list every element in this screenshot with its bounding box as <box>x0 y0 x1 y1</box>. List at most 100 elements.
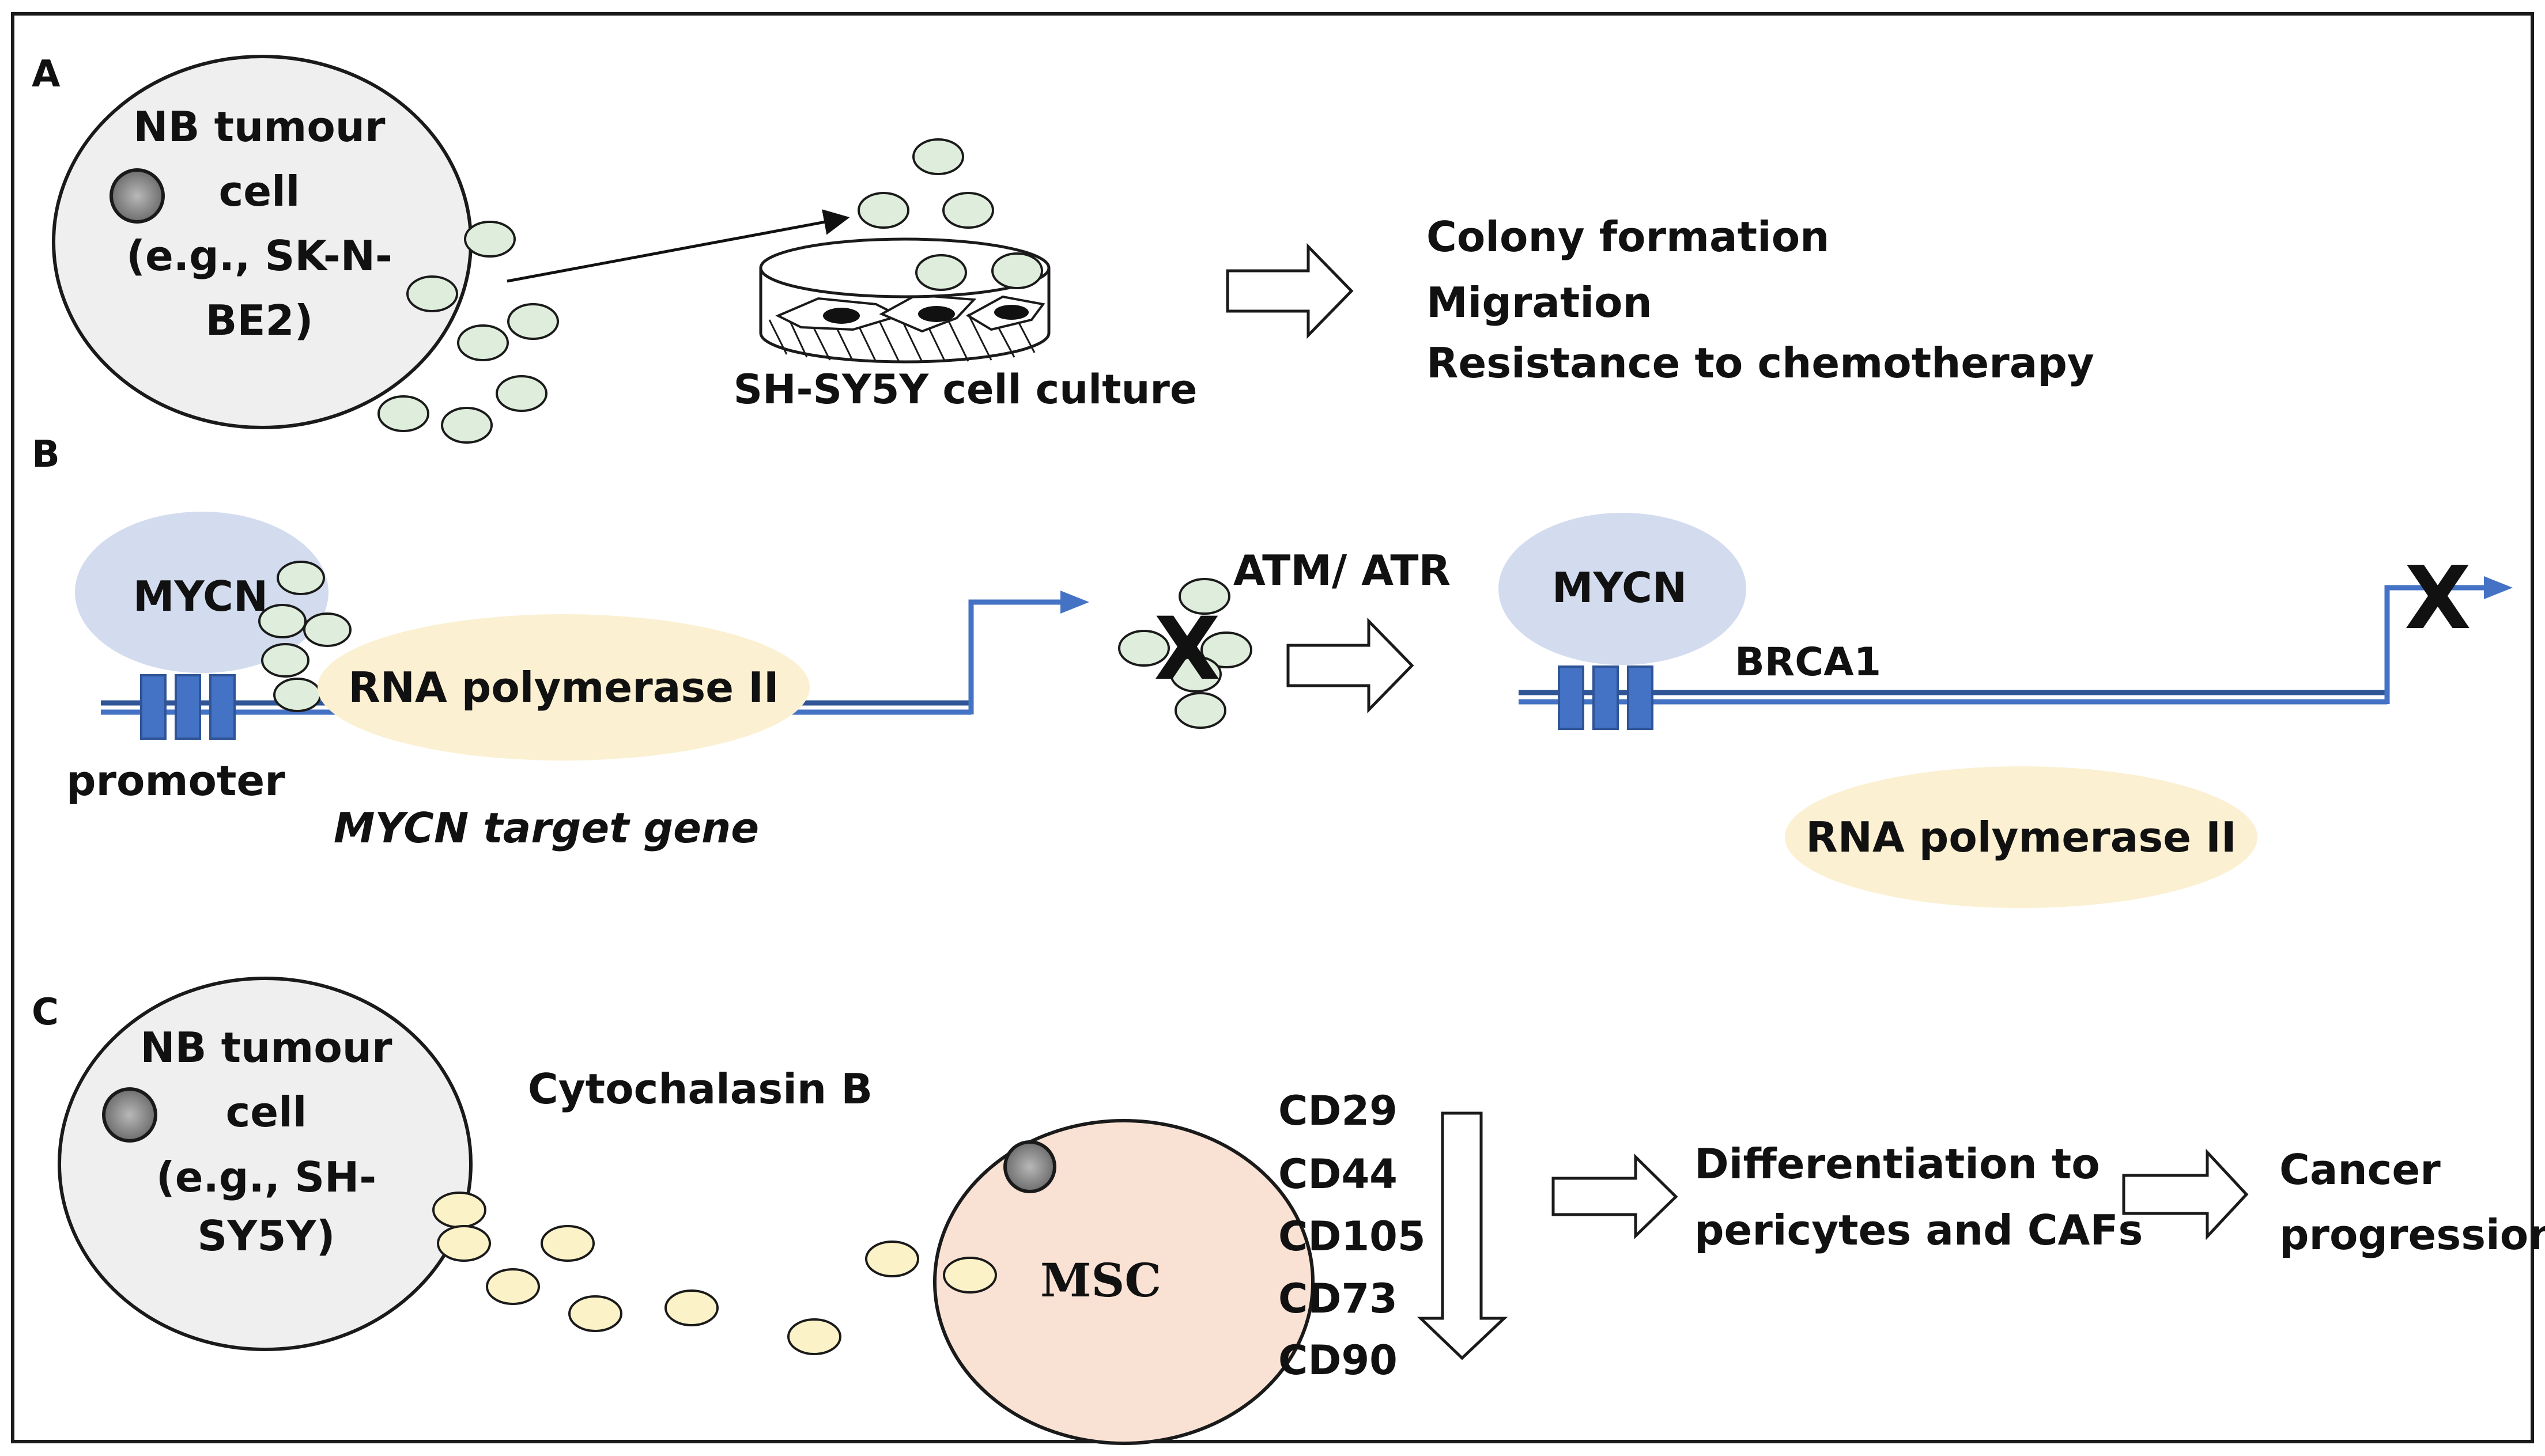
exosome-vesicle <box>457 324 509 361</box>
transcription-arrowhead <box>1060 591 1089 614</box>
promoter-box <box>175 674 201 740</box>
downregulation-arrow <box>1417 1111 1508 1360</box>
promoter-boxes <box>140 674 236 740</box>
nb-tumour-cell-c: NB tumour cell (e.g., SH- SY5Y) <box>58 977 473 1351</box>
msc-body <box>933 1119 1315 1445</box>
mycn-target-gene-schematic: MYCN RNA polymerase II promoter MYCN tar… <box>66 512 1089 852</box>
panel-c: C NB tumour cell (e.g., SH- SY5Y) Cytoch… <box>32 977 2545 1445</box>
tumour-cell-label-line: NB tumour <box>140 1023 392 1072</box>
block-mark: X <box>2404 549 2471 649</box>
promoter-box <box>140 674 167 740</box>
brca1-gene-schematic: MYCN BRCA1 X RNA polymerase II <box>1498 513 2513 908</box>
marker-label: CD105 <box>1278 1213 1426 1260</box>
exosomes-a <box>377 221 559 444</box>
outcome-item: Resistance to chemotherapy <box>1426 339 2094 387</box>
marker-label: CD90 <box>1278 1337 1398 1384</box>
promoter-box <box>209 674 236 740</box>
tumour-cell-label-line: BE2) <box>205 296 313 345</box>
dish-rim <box>759 237 1051 298</box>
exosome-vesicle <box>942 192 994 229</box>
exosome-vesicle <box>464 221 516 258</box>
atm-atr-inhibition: X ATM/ ATR <box>1118 546 1451 729</box>
rna-polymerase-ii <box>1785 766 2257 908</box>
exosome-vesicle <box>496 375 547 412</box>
panel-a-letter: A <box>32 53 61 96</box>
exosome-vesicle <box>261 643 309 678</box>
promoter-box <box>1627 665 1653 730</box>
cell-nucleus <box>918 306 955 322</box>
exosome-vesicle <box>258 604 307 638</box>
promoter-box <box>1592 665 1619 730</box>
progression-line: Cancer <box>2279 1145 2441 1194</box>
tumour-cell-label-line: (e.g., SH- <box>156 1153 376 1201</box>
polymerase-label: RNA polymerase II <box>1806 813 2236 861</box>
exosome-vesicle <box>432 1192 486 1228</box>
culture-label: SH-SY5Y cell culture <box>734 366 1198 413</box>
tumour-nucleus <box>102 1087 157 1143</box>
exosome-vesicle <box>664 1289 719 1326</box>
cell-nucleus <box>994 305 1029 320</box>
progression-line: progression <box>2279 1211 2545 1259</box>
mycn-label: MYCN <box>1552 564 1687 612</box>
exosome-vesicle <box>486 1268 540 1305</box>
panel-a: A NB tumour cell (e.g., SK-N- BE2) <box>32 53 2094 444</box>
c-block-arrow-1 <box>1551 1154 1678 1239</box>
outcome-block-arrow <box>1226 243 1354 339</box>
exosome-vesicle <box>1175 692 1226 729</box>
cell-nucleus <box>823 308 860 324</box>
exosome-vesicle <box>303 612 352 647</box>
exosome-vesicle <box>437 1225 491 1262</box>
polymerase-label: RNA polymerase II <box>348 663 779 712</box>
differentiation-line: Differentiation to <box>1694 1140 2100 1188</box>
panel-b: B MYCN RNA polymerase II prom <box>32 433 2513 908</box>
promoter-label: promoter <box>66 757 285 805</box>
block-mark: X <box>1154 599 1221 699</box>
tumour-cell-label-line: SY5Y) <box>197 1212 335 1260</box>
exosome-vesicle <box>787 1318 841 1355</box>
exosome-vesicle <box>915 254 967 291</box>
exosome-vesicle <box>541 1225 595 1262</box>
exosome-vesicle <box>1118 630 1170 667</box>
msc-nucleus <box>1003 1140 1056 1193</box>
mycn-protein <box>1498 513 1746 665</box>
transfer-arrow <box>507 209 850 283</box>
exosome-vesicle <box>277 561 325 595</box>
promoter-box <box>1558 665 1584 730</box>
mycn-label: MYCN <box>133 572 268 621</box>
marker-label: CD29 <box>1278 1087 1398 1134</box>
exosomes-c <box>432 1192 919 1355</box>
exosome-vesicle <box>943 1257 997 1294</box>
outcome-item: Colony formation <box>1426 213 1829 261</box>
msc-label: MSC <box>1040 1253 1161 1307</box>
exosomes-above-dish <box>858 138 994 229</box>
tumour-cell-label-line: (e.g., SK-N- <box>126 232 392 280</box>
exosome-vesicle <box>406 275 458 312</box>
exosome-vesicle <box>273 678 322 712</box>
transcription-arrowhead <box>2484 576 2513 599</box>
b-block-arrow <box>1286 617 1414 714</box>
transcription-start-arrow <box>2384 585 2487 704</box>
petri-dish <box>759 237 1051 364</box>
gene-label: MYCN target gene <box>334 804 759 852</box>
tumour-cell-label-line: cell <box>219 167 300 215</box>
c-block-arrow-2 <box>2122 1148 2249 1241</box>
tumour-cell-label-line: cell <box>226 1088 307 1136</box>
outcome-item: Migration <box>1426 278 1652 327</box>
exosome-vesicle <box>441 407 493 444</box>
exosome-vesicle <box>377 395 429 432</box>
drug-label: Cytochalasin B <box>528 1065 873 1113</box>
exosome-vesicle <box>912 138 964 175</box>
marker-label: CD44 <box>1278 1151 1398 1198</box>
differentiation-line: pericytes and CAFs <box>1694 1206 2143 1254</box>
tumour-cell-label-line: NB tumour <box>133 103 386 151</box>
bound-vesicles <box>258 561 352 712</box>
exosome-vesicle <box>507 303 559 340</box>
msc-cell: MSC <box>933 1119 1315 1445</box>
exosome-vesicle <box>865 1241 919 1277</box>
promoter-boxes <box>1558 665 1653 730</box>
exosome-vesicle <box>858 192 909 229</box>
rna-polymerase-ii <box>318 614 810 761</box>
nb-tumour-cell-a: NB tumour cell (e.g., SK-N- BE2) <box>52 55 473 429</box>
tumour-cell-body <box>58 977 473 1351</box>
